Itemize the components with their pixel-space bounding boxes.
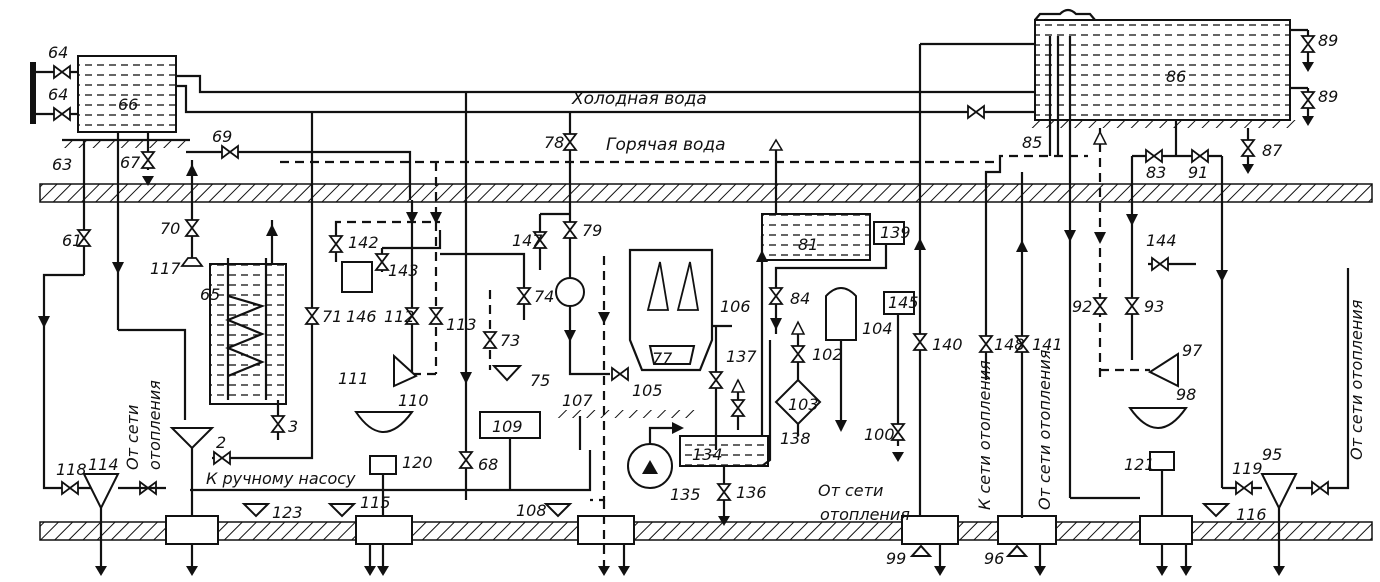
callout-91: 91 [1188, 163, 1208, 182]
callout-66: 66 [118, 95, 138, 114]
callout-100: 100 [864, 425, 895, 444]
callout-111: 111 [338, 369, 369, 388]
callout-85: 85 [1022, 133, 1042, 152]
callout-103: 103 [788, 395, 819, 414]
callout-102: 102 [812, 345, 843, 364]
callout-84: 84 [790, 289, 810, 308]
callout-89: 89 [1318, 87, 1338, 106]
callout-110: 110 [398, 391, 429, 410]
callout-2: 2 [216, 433, 226, 452]
callout-148: 148 [994, 335, 1025, 354]
callout-146: 146 [346, 307, 377, 326]
callout-95: 95 [1262, 445, 1282, 464]
callout-108: 108 [516, 501, 547, 520]
callout-116: 116 [1236, 505, 1267, 524]
callout-83: 83 [1146, 163, 1166, 182]
callout-81: 81 [798, 235, 818, 254]
tank-81 [761, 213, 871, 261]
tank-134 [679, 435, 769, 467]
callout-106: 106 [720, 297, 751, 316]
callout-81: 81 [0, 0, 20, 4]
from-heating-left-b: отопления [145, 380, 164, 470]
callout-92: 92 [1072, 297, 1092, 316]
cold-water-label: Холодная вода [571, 89, 707, 109]
callout-145: 145 [888, 293, 919, 312]
callout-86: 86 [1166, 67, 1186, 86]
callout-69: 69 [212, 127, 232, 146]
callout-71: 71 [322, 307, 342, 326]
callout-135: 135 [670, 485, 701, 504]
callout-137: 137 [726, 347, 757, 366]
callout-99: 99 [886, 549, 906, 568]
callout-136: 136 [736, 483, 767, 502]
callout-98: 98 [1176, 385, 1196, 404]
from-heating-net-label-b: отопления [820, 505, 910, 524]
callout-77: 77 [652, 349, 673, 368]
callout-121: 121 [1124, 455, 1155, 474]
callout-120: 120 [402, 453, 433, 472]
callout-67: 67 [120, 153, 141, 172]
from-heating-far-right: От сети отопления [1347, 299, 1366, 460]
callout-123: 123 [272, 503, 303, 522]
callout-75: 75 [530, 371, 550, 390]
callout-144: 144 [1146, 231, 1177, 250]
callout-79: 79 [582, 221, 602, 240]
callout-117: 117 [150, 259, 181, 278]
to-heating-right: К сети отопления [975, 360, 994, 510]
callout-97: 97 [1182, 341, 1203, 360]
to-hand-pump-label: К ручному насосу [206, 469, 356, 488]
callout-115: 115 [360, 493, 391, 512]
hot-water-label: Горячая вода [606, 135, 726, 155]
callout-64: 64 [48, 43, 68, 62]
from-heating-net-label-a: От сети [818, 481, 883, 500]
callout-78: 78 [544, 133, 564, 152]
callout-139: 139 [880, 223, 911, 242]
callout-107: 107 [562, 391, 593, 410]
callout-134: 134 [692, 445, 723, 464]
callout-87: 87 [1262, 141, 1283, 160]
box-109 [479, 411, 541, 439]
callout-73: 73 [500, 331, 520, 350]
callout-93: 93 [1144, 297, 1164, 316]
callout-109: 109 [492, 417, 523, 436]
callout-70: 70 [160, 219, 180, 238]
callout-141: 141 [1032, 335, 1063, 354]
from-heating-right: От сети отопления [1035, 349, 1054, 510]
upper-deck [39, 183, 1373, 203]
heater-65 [209, 263, 287, 405]
callout-96: 96 [984, 549, 1004, 568]
callout-74: 74 [534, 287, 554, 306]
tank-66 [77, 55, 177, 133]
callout-63: 63 [52, 155, 72, 174]
callout-113: 113 [446, 315, 477, 334]
callout-138: 138 [780, 429, 811, 448]
callout-3: 3 [288, 417, 298, 436]
callout-118: 118 [56, 460, 87, 479]
callout-114: 114 [88, 455, 119, 474]
callout-147: 147 [512, 231, 543, 250]
tank-86 [1034, 19, 1291, 121]
callout-119: 119 [1232, 459, 1263, 478]
callout-numbers: 64 64 66 63 67 69 61 70 117 65 2 3 71 112 142 143 146 111… [0, 0, 1338, 568]
callout-140: 140 [932, 335, 963, 354]
callout-105: 105 [632, 381, 663, 400]
callout-68: 68 [478, 455, 498, 474]
callout-112: 112 [384, 307, 415, 326]
callout-89: 89 [1318, 31, 1338, 50]
callout-64: 64 [48, 85, 68, 104]
callout-65: 65 [200, 285, 220, 304]
callout-61: 61 [62, 231, 82, 250]
from-heating-left-a: От сети [123, 405, 142, 470]
callout-104: 104 [862, 319, 893, 338]
callout-143: 143 [388, 261, 419, 280]
callout-142: 142 [348, 233, 379, 252]
